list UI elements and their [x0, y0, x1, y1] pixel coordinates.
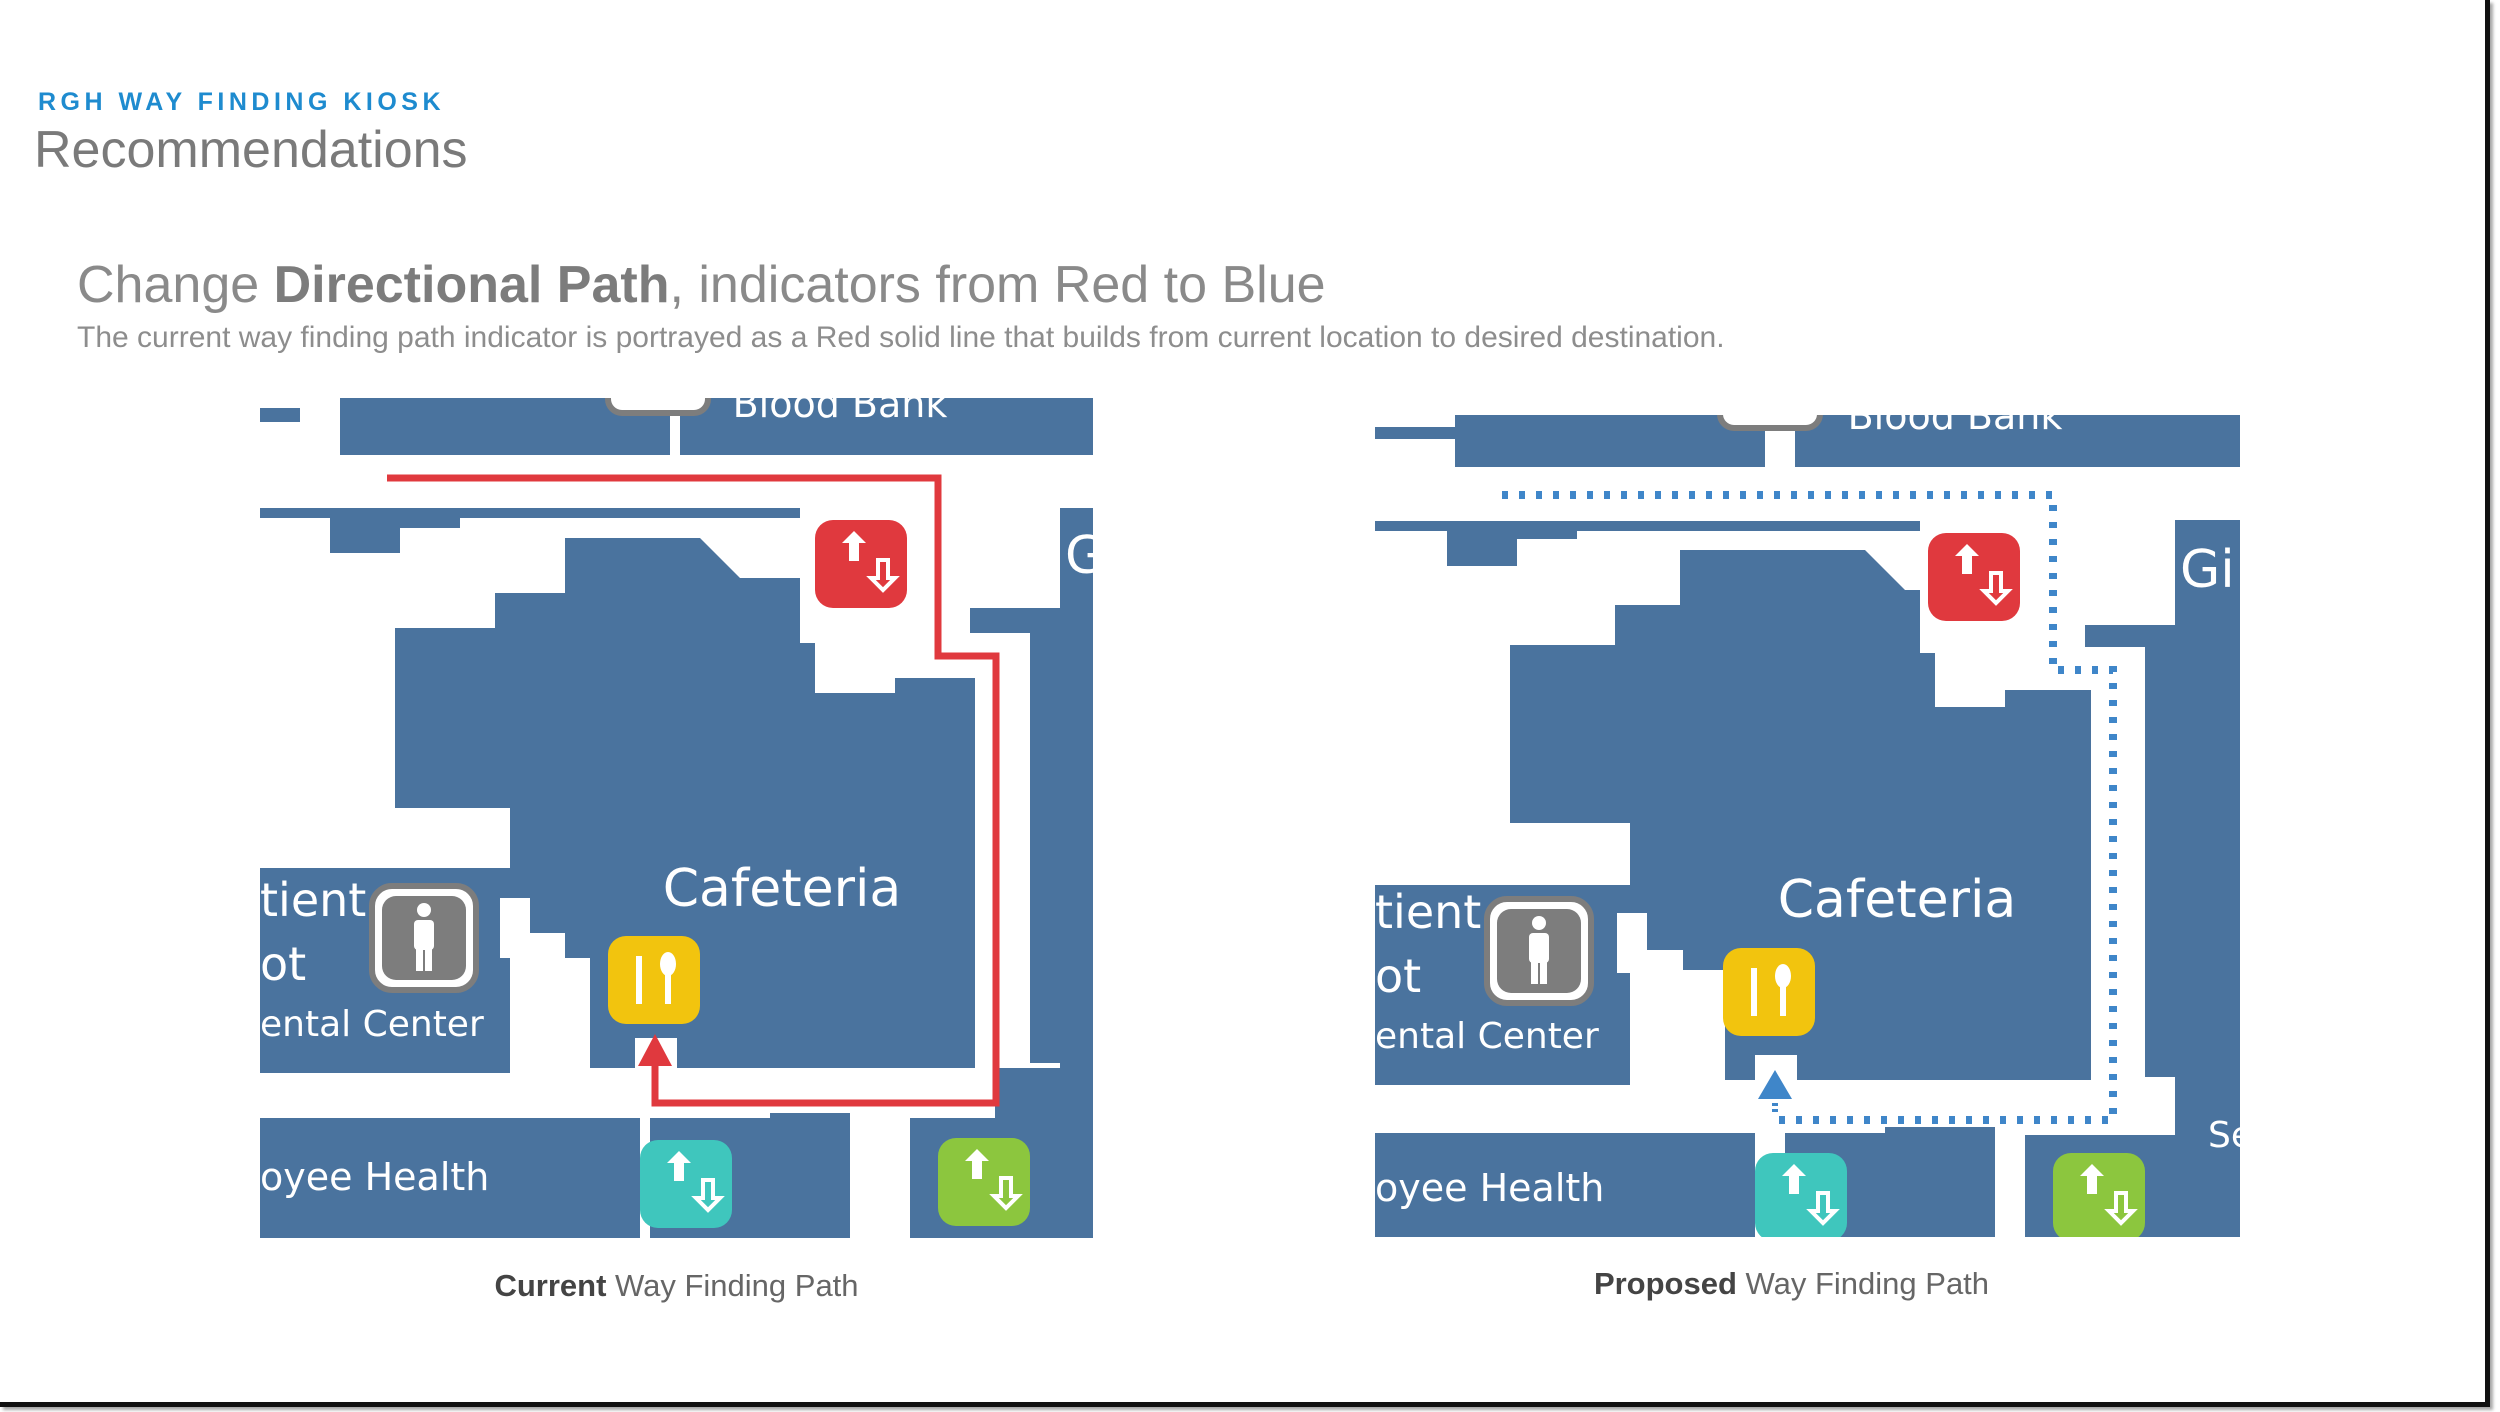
- headline-suffix: , indicators from Red to Blue: [669, 256, 1326, 314]
- current-caption-rest: Way Finding Path: [606, 1268, 859, 1303]
- g-label: G: [1065, 526, 1093, 586]
- cafeteria-label: Cafeteria: [1778, 870, 2017, 930]
- blood-bank-label: Blood Bank: [1848, 415, 2063, 438]
- food-icon: [1723, 948, 1815, 1036]
- restroom-icon: [369, 883, 479, 993]
- proposed-caption-bold: Proposed: [1593, 1266, 1737, 1301]
- gi-label: Gi: [2180, 540, 2235, 600]
- elevator-icon: [2053, 1153, 2145, 1237]
- se-label: Se: [2208, 1115, 2240, 1156]
- tient-label: tient: [260, 873, 366, 927]
- proposed-caption: Proposed Way Finding Path: [1375, 1266, 2208, 1302]
- tient-label: tient: [1375, 885, 1481, 939]
- blood-bank-label: Blood Bank: [733, 398, 948, 426]
- current-caption: Current Way Finding Path: [260, 1268, 1093, 1304]
- elevator-icon: [815, 520, 907, 608]
- ot-label: ot: [1375, 949, 1421, 1003]
- elevator-icon: [938, 1138, 1030, 1226]
- ental-center-label: ental Center: [260, 1004, 484, 1045]
- proposed-caption-rest: Way Finding Path: [1736, 1266, 1990, 1301]
- ot-label: ot: [260, 937, 306, 991]
- page-title: Recommendations: [34, 121, 468, 179]
- current-path-map: Blood Bank Cafeteria tient ot ental Cent…: [260, 398, 1093, 1238]
- elevator-icon: [640, 1140, 732, 1228]
- oyee-health-label: oyee Health: [260, 1155, 489, 1199]
- headline-prefix: Change: [77, 256, 274, 314]
- cafeteria-label: Cafeteria: [663, 859, 902, 919]
- headline: Change Directional Path, indicators from…: [77, 255, 1326, 315]
- restroom-icon: [1484, 896, 1594, 1006]
- proposed-path-map: Blood Bank Cafeteria tient ot ental Cent…: [1375, 415, 2240, 1237]
- headline-bold: Directional Path: [273, 256, 670, 314]
- kicker: RGH WAY FINDING KIOSK: [38, 88, 446, 116]
- oyee-health-label: oyee Health: [1375, 1166, 1604, 1210]
- subline: The current way finding path indicator i…: [77, 321, 1725, 354]
- ental-center-label: ental Center: [1375, 1016, 1599, 1057]
- elevator-icon: [1928, 533, 2020, 621]
- current-caption-bold: Current: [494, 1268, 607, 1303]
- elevator-icon: [1755, 1153, 1847, 1237]
- food-icon: [608, 936, 700, 1024]
